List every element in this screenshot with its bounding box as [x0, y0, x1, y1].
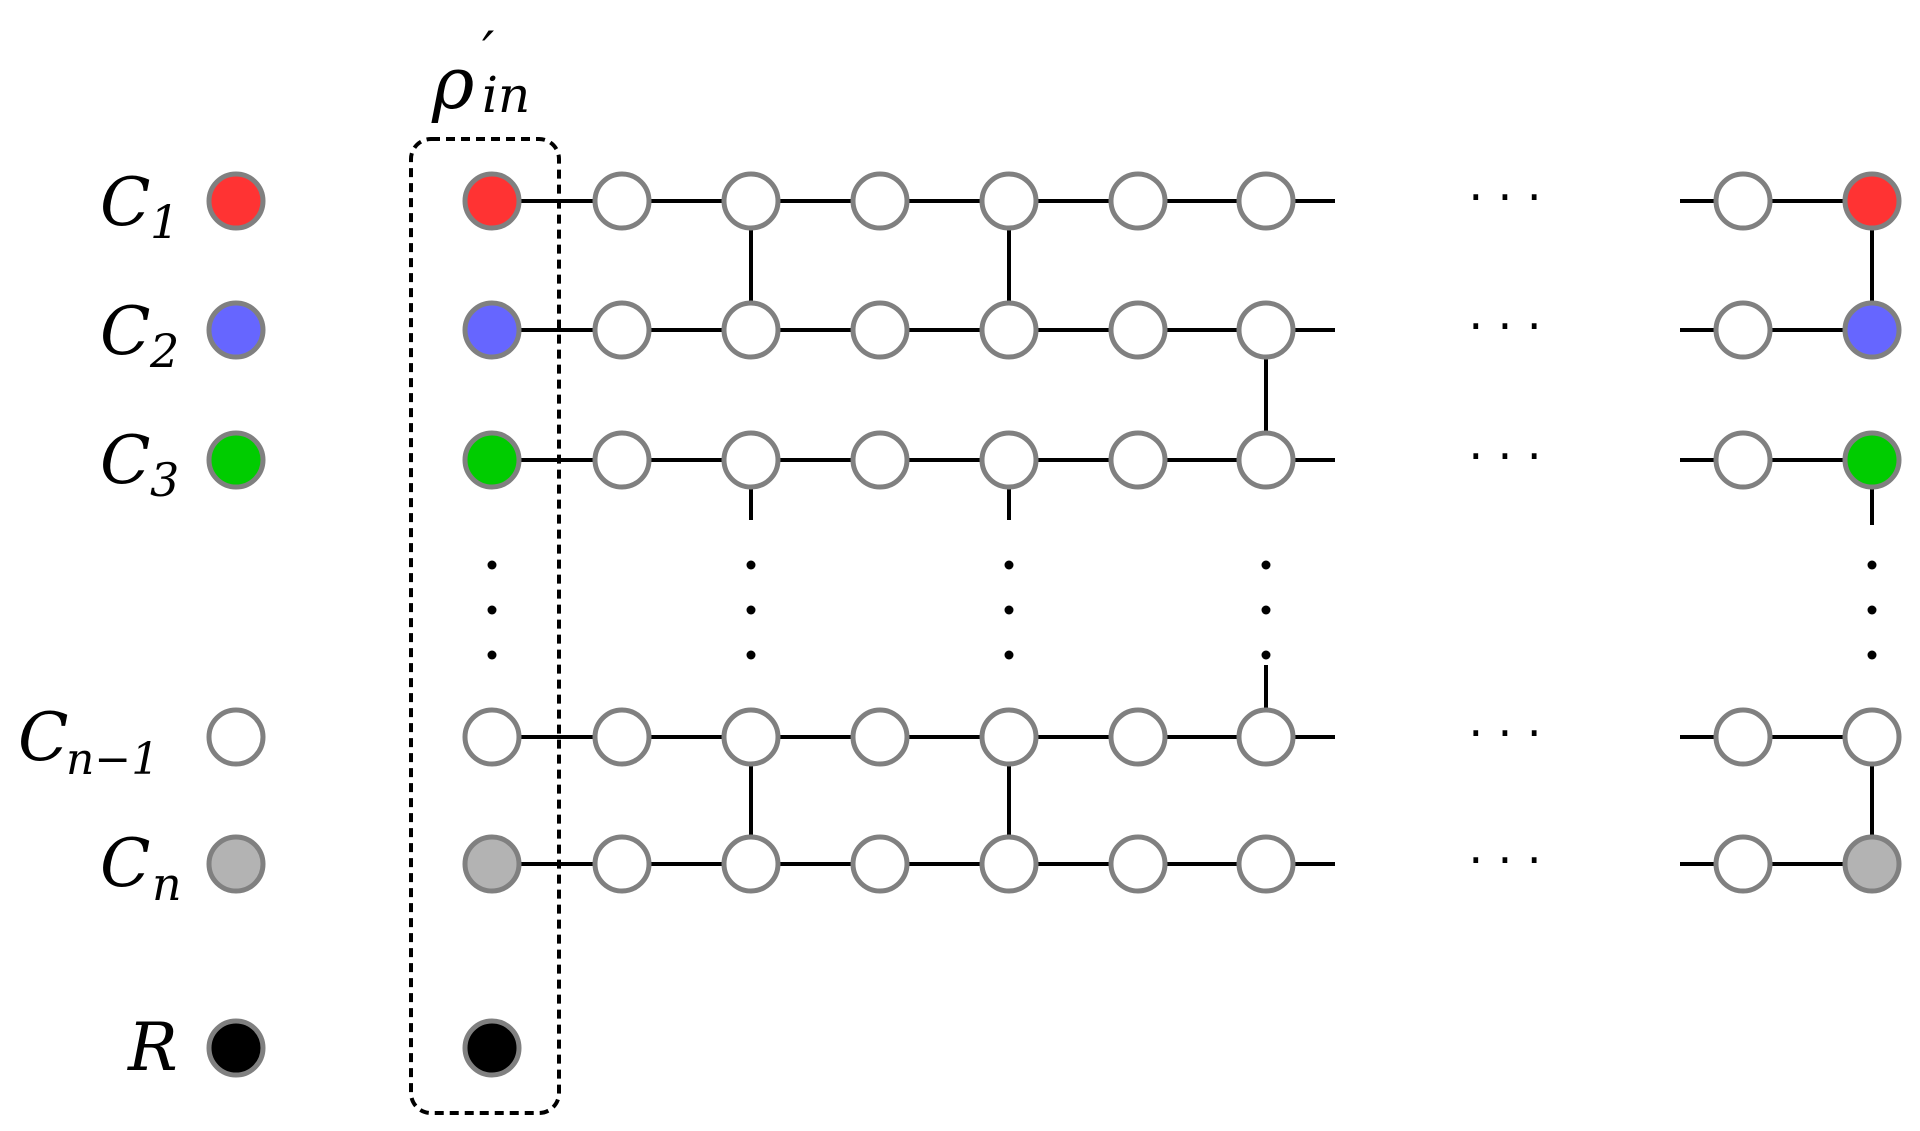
label-c2: C	[100, 293, 151, 370]
graph-node-c2-3	[850, 300, 910, 360]
graph-node-c1-5	[1108, 171, 1168, 231]
rho-symbol: ρ	[431, 41, 474, 125]
graph-node-c1-1	[592, 171, 652, 231]
row-ellipsis-c3: · · ·	[1468, 429, 1541, 483]
vdot-4-1	[1867, 605, 1877, 615]
graph-node-cn-2	[721, 834, 781, 894]
graph-node-cn-3	[850, 834, 910, 894]
graph-node-cn-6	[1236, 834, 1296, 894]
vdot-3-2	[1261, 650, 1271, 660]
input-node-c3	[462, 430, 522, 490]
graph-node-c3-1	[592, 430, 652, 490]
vdot-3-1	[1261, 605, 1271, 615]
label-cn-1-sub: n−1	[66, 734, 159, 785]
graph-edges	[493, 199, 1874, 866]
graph-node-right-c1	[1713, 171, 1773, 231]
graph-node-cn-5	[1108, 834, 1168, 894]
graph-node-c2-1	[592, 300, 652, 360]
graph-node-c3-4	[979, 430, 1039, 490]
graph-node-cn-1-2	[721, 707, 781, 767]
graph-node-right-c3	[1713, 430, 1773, 490]
label-c2-sub: 2	[149, 324, 179, 378]
graph-node-c1-6	[1236, 171, 1296, 231]
output-node-cn	[1842, 834, 1902, 894]
vdot-2-2	[1004, 650, 1014, 660]
row-ellipsis-cn: · · ·	[1468, 833, 1541, 887]
label-r: R	[127, 1009, 178, 1086]
output-node-cn-1	[1842, 707, 1902, 767]
legend-node-r	[206, 1018, 266, 1078]
label-cn-sub: n	[152, 857, 182, 911]
vdot-1-2	[746, 650, 756, 660]
graph-node-cn-1-3	[850, 707, 910, 767]
graph-node-c2-6	[1236, 300, 1296, 360]
input-node-r	[462, 1018, 522, 1078]
rho-subscript: in	[482, 66, 530, 124]
graph-node-cn-1-6	[1236, 707, 1296, 767]
graph-node-cn-1	[592, 834, 652, 894]
graph-node-c2-4	[979, 300, 1039, 360]
row-labels: C 1 C 2 C 3 C n−1 C n R	[18, 164, 182, 1086]
input-node-c1	[462, 171, 522, 231]
label-c1-sub: 1	[150, 195, 179, 249]
continuation-dots: · · · · · · · · · · · · · · ·	[487, 170, 1877, 887]
vdot-1-1	[746, 605, 756, 615]
graph-node-c3-2	[721, 430, 781, 490]
vdot-0-1	[487, 605, 497, 615]
graph-node-c3-3	[850, 430, 910, 490]
graph-node-c3-6	[1236, 430, 1296, 490]
legend-node-c2	[206, 300, 266, 360]
row-ellipsis-c1: · · ·	[1468, 170, 1541, 224]
input-node-cn	[462, 834, 522, 894]
vdot-1-0	[746, 560, 756, 570]
graph-node-c1-3	[850, 171, 910, 231]
legend-node-c1	[206, 171, 266, 231]
vdot-3-0	[1261, 560, 1271, 570]
output-node-c3	[1842, 430, 1902, 490]
label-cn-1: C	[18, 699, 69, 776]
row-ellipsis-cn-1: · · ·	[1468, 706, 1541, 760]
graph-node-cn-4	[979, 834, 1039, 894]
graph-node-c1-2	[721, 171, 781, 231]
label-c3-sub: 3	[150, 453, 179, 507]
graph-node-c3-5	[1108, 430, 1168, 490]
input-state-label: ρ ′ in	[431, 20, 530, 125]
label-cn: C	[100, 825, 151, 902]
input-node-cn-1	[462, 707, 522, 767]
graph-node-cn-1-1	[592, 707, 652, 767]
graph-nodes	[206, 171, 1902, 1078]
graph-node-right-cn	[1713, 834, 1773, 894]
input-node-c2	[462, 300, 522, 360]
vdot-4-2	[1867, 650, 1877, 660]
vdot-0-0	[487, 560, 497, 570]
graph-node-cn-1-4	[979, 707, 1039, 767]
graph-node-c2-5	[1108, 300, 1168, 360]
graph-node-right-cn-1	[1713, 707, 1773, 767]
vdot-0-2	[487, 650, 497, 660]
legend-node-cn-1	[206, 707, 266, 767]
legend-node-cn	[206, 834, 266, 894]
graph-node-cn-1-5	[1108, 707, 1168, 767]
vdot-2-1	[1004, 605, 1014, 615]
graph-node-c2-2	[721, 300, 781, 360]
legend-node-c3	[206, 430, 266, 490]
output-node-c2	[1842, 300, 1902, 360]
graph-node-right-c2	[1713, 300, 1773, 360]
row-ellipsis-c2: · · ·	[1468, 299, 1541, 353]
input-state-box	[409, 137, 561, 1115]
label-c1: C	[100, 164, 151, 241]
label-c3: C	[100, 422, 151, 499]
vdot-2-0	[1004, 560, 1014, 570]
vdot-4-0	[1867, 560, 1877, 570]
output-node-c1	[1842, 171, 1902, 231]
graph-node-c1-4	[979, 171, 1039, 231]
rho-prime: ′	[482, 20, 494, 83]
